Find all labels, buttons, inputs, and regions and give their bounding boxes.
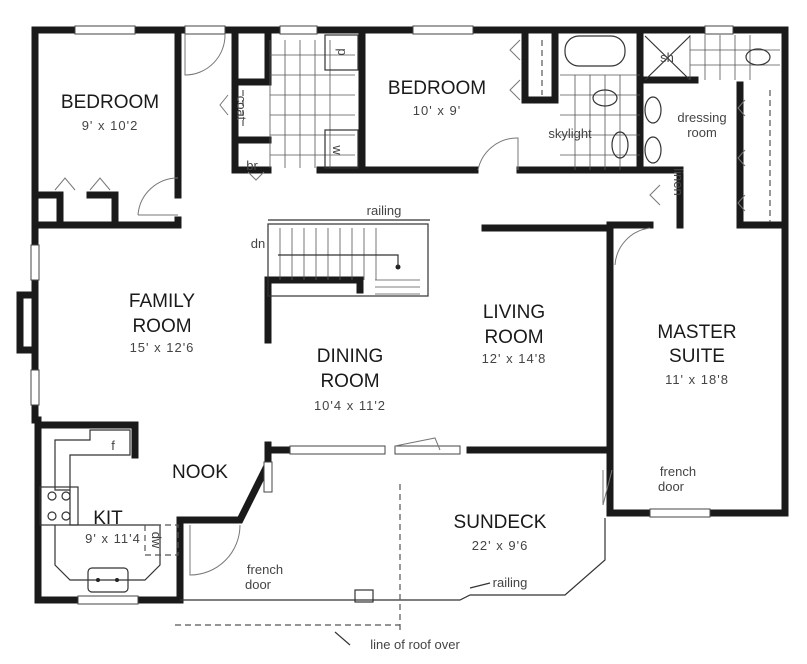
doors [54, 33, 746, 576]
dining-room-name-2: ROOM [320, 371, 379, 392]
family-room-size: 15' x 12'6 [130, 340, 195, 355]
fixture-labels: coat br p w dw f sh skylight dressing ro… [111, 48, 726, 652]
deck-railing-label: railing [493, 575, 528, 590]
staircase [267, 219, 430, 297]
walls [16, 26, 789, 604]
living-room-size: 12' x 14'8 [482, 351, 547, 366]
french-door-left-label-1: french [247, 562, 283, 577]
french-door-left-label-2: door [245, 577, 272, 592]
tile-floors [242, 34, 780, 222]
dishwasher-label: dw [149, 532, 164, 549]
french-door-right-label-1: french [660, 464, 696, 479]
kitchen-name: KIT [93, 508, 123, 529]
washer-label: w [330, 144, 345, 155]
french-door-right-label-2: door [658, 479, 685, 494]
sundeck-name: SUNDECK [454, 512, 547, 533]
coat-closet-label: coat [234, 96, 249, 121]
stair-down-label: dn [251, 236, 265, 251]
fridge-label: f [111, 438, 115, 453]
nook-name: NOOK [172, 462, 228, 483]
kitchen-fixtures [39, 429, 179, 593]
linen-closet-label: linen [671, 168, 686, 195]
master-suite-size: 11' x 18'8 [665, 372, 729, 387]
dressing-room-label-2: room [687, 125, 717, 140]
skylight-label: skylight [548, 126, 592, 141]
dressing-room-label-1: dressing [677, 110, 726, 125]
pantry-label: p [335, 48, 350, 55]
master-suite-name-1: MASTER [657, 322, 736, 343]
bedroom-left-name: BEDROOM [61, 92, 159, 113]
room-labels: BEDROOM 9' x 10'2 BEDROOM 10' x 9' FAMIL… [61, 78, 737, 553]
sundeck-outline [175, 483, 606, 646]
windows [30, 25, 734, 605]
family-room-name-1: FAMILY [129, 291, 195, 312]
roof-line-label: line of roof over [370, 637, 460, 652]
bedroom-center-name: BEDROOM [388, 78, 486, 99]
broom-closet-label: br [246, 158, 258, 173]
master-suite-name-2: SUITE [669, 346, 725, 367]
kitchen-size: 9' x 11'4 [85, 531, 141, 546]
family-room-name-2: ROOM [132, 316, 191, 337]
living-room-name-2: ROOM [484, 327, 543, 348]
shower-label: sh [660, 50, 674, 65]
living-room-name-1: LIVING [483, 302, 545, 323]
sundeck-size: 22' x 9'6 [472, 538, 529, 553]
dining-room-size: 10'4 x 11'2 [314, 398, 386, 413]
bedroom-left-size: 9' x 10'2 [82, 118, 139, 133]
stair-railing-label: railing [367, 203, 402, 218]
bedroom-center-size: 10' x 9' [413, 103, 461, 118]
dining-room-name-1: DINING [317, 346, 384, 367]
